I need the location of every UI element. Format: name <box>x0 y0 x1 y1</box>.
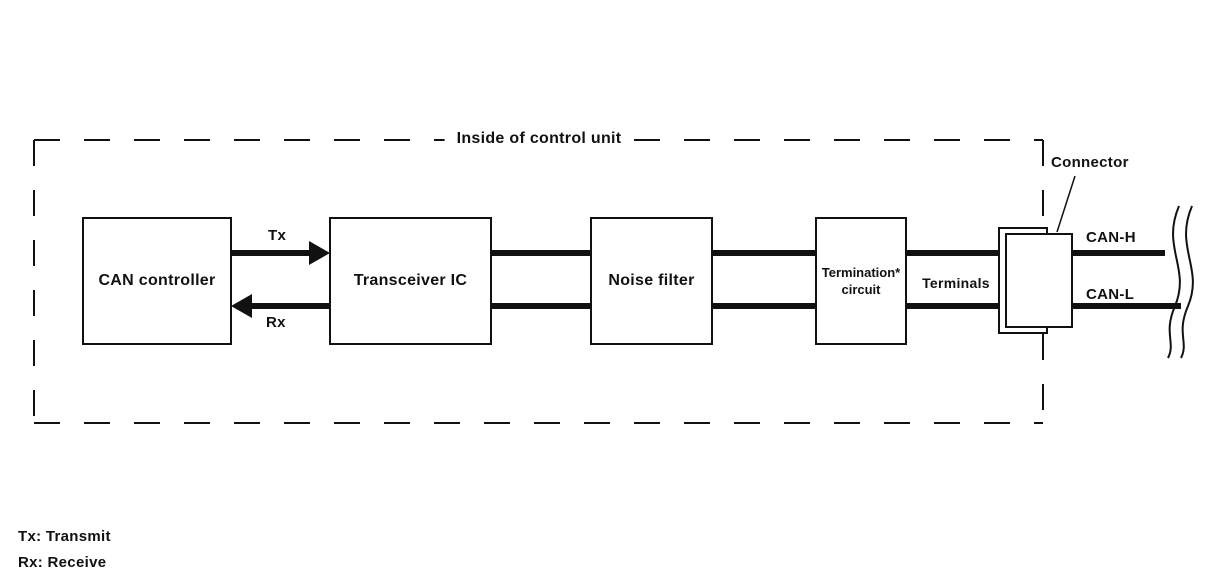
can-l-label: CAN-L <box>1086 286 1135 303</box>
block-noise-filter-label: Noise filter <box>608 272 695 289</box>
tx-label: Tx <box>268 227 287 244</box>
terminals-label: Terminals <box>922 275 990 291</box>
termination-label-line2: circuit <box>841 282 881 297</box>
block-transceiver-ic-label: Transceiver IC <box>353 272 468 289</box>
termination-label-line1: Termination* <box>821 265 901 280</box>
rx-line <box>250 303 329 309</box>
block-can-controller-label: CAN controller <box>98 272 216 289</box>
bus-high-termination-connector <box>907 250 1000 256</box>
legend: Tx: Transmit Rx: Receive <box>18 524 111 576</box>
bus-low-termination-connector <box>907 303 1000 309</box>
connector-front-shell <box>1005 233 1073 328</box>
rx-label: Rx <box>266 314 286 331</box>
legend-rx: Rx: Receive <box>18 554 107 571</box>
block-can-controller: CAN controller <box>82 217 232 345</box>
rx-arrowhead-icon <box>231 294 252 318</box>
connector-label: Connector <box>1051 154 1129 171</box>
bus-low-transceiver-noise <box>492 303 590 309</box>
bus-high-noise-termination <box>713 250 815 256</box>
tx-arrowhead-icon <box>309 241 330 265</box>
cable-break-left <box>1167 205 1181 359</box>
block-noise-filter: Noise filter <box>590 217 713 345</box>
connector-pointer-line <box>1056 175 1076 233</box>
block-termination-circuit: Termination* circuit <box>815 217 907 345</box>
can-h-wire <box>1070 250 1165 256</box>
block-transceiver-ic: Transceiver IC <box>329 217 492 345</box>
legend-tx: Tx: Transmit <box>18 528 111 545</box>
can-l-wire <box>1070 303 1181 309</box>
bus-high-transceiver-noise <box>492 250 590 256</box>
bus-low-noise-termination <box>713 303 815 309</box>
can-h-label: CAN-H <box>1086 229 1136 246</box>
block-termination-circuit-label: Termination* circuit <box>822 264 901 298</box>
tx-line <box>232 250 312 256</box>
boundary-caption: Inside of control unit <box>444 130 634 148</box>
cable-break-right <box>1180 205 1194 359</box>
